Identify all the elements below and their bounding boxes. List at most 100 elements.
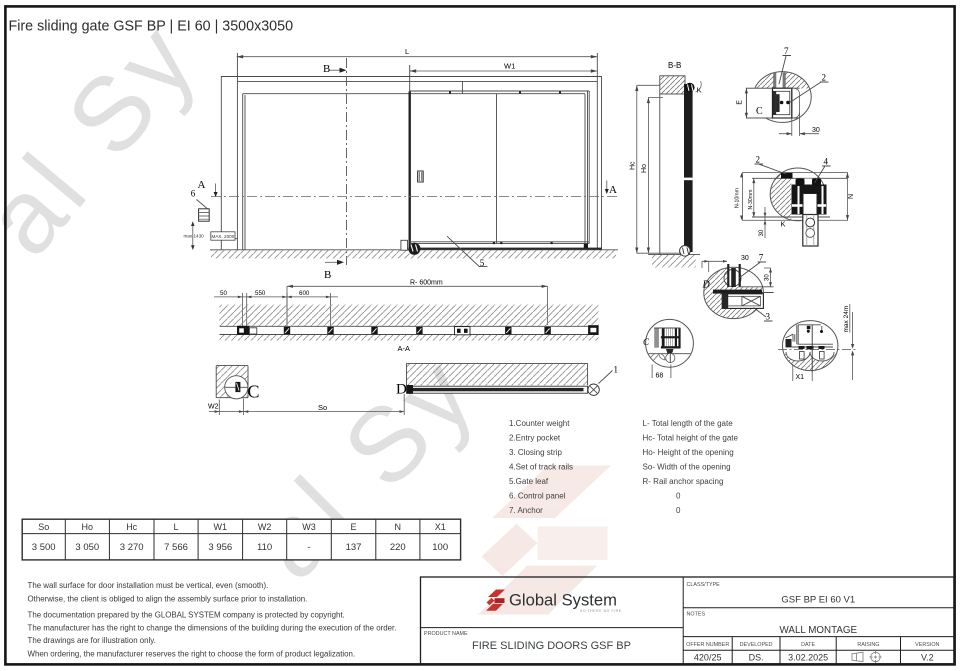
svg-text:5.Gate leaf: 5.Gate leaf: [509, 477, 549, 486]
svg-text:100: 100: [432, 542, 448, 553]
svg-text:2.Entry pocket: 2.Entry pocket: [509, 433, 561, 442]
svg-text:3.02.2025: 3.02.2025: [788, 653, 828, 663]
svg-text:N-30mm: N-30mm: [748, 190, 754, 210]
svg-text:RAISING: RAISING: [857, 642, 879, 648]
svg-text:NOTES: NOTES: [687, 611, 706, 617]
svg-text:3: 3: [766, 312, 771, 322]
svg-text:WALL MONTAGE: WALL MONTAGE: [780, 625, 858, 636]
svg-text:So: So: [38, 522, 49, 532]
svg-text:MAX. 2000: MAX. 2000: [212, 234, 235, 239]
svg-text:The drawings are for illustrat: The drawings are for illustration only.: [28, 636, 156, 645]
svg-text:3. Closing strip: 3. Closing strip: [509, 448, 562, 457]
svg-text:600: 600: [299, 290, 310, 297]
svg-text:VERSION: VERSION: [915, 642, 939, 648]
svg-text:W2: W2: [208, 403, 219, 410]
svg-text:Ho: Ho: [641, 164, 648, 173]
svg-text:6: 6: [191, 189, 196, 199]
svg-text:5: 5: [480, 258, 485, 268]
svg-text:Ho- Height of the opening: Ho- Height of the opening: [643, 448, 734, 457]
svg-text:V.2: V.2: [921, 653, 934, 663]
svg-text:7: 7: [759, 253, 764, 263]
svg-text:N: N: [848, 194, 855, 199]
svg-text:The manufacturer has the right: The manufacturer has the right to change…: [28, 624, 397, 633]
svg-text:K: K: [781, 220, 786, 229]
svg-text:DS.: DS.: [749, 653, 764, 663]
svg-text:Otherwise, the client is oblig: Otherwise, the client is obliged to alig…: [28, 595, 308, 604]
svg-text:7: 7: [784, 46, 789, 56]
svg-text:GSF BP EI 60 V1: GSF BP EI 60 V1: [781, 594, 855, 605]
svg-text:DEVELOPED: DEVELOPED: [740, 642, 773, 648]
svg-text:110: 110: [257, 542, 272, 553]
svg-text:0: 0: [676, 506, 681, 515]
svg-text:R- Rail anchor spacing: R- Rail anchor spacing: [643, 477, 724, 486]
svg-text:Fire sliding gate GSF BP | EI: Fire sliding gate GSF BP | EI 60 | 3500x…: [9, 19, 294, 35]
svg-text:max.1430: max.1430: [184, 234, 205, 239]
svg-text:3 500: 3 500: [32, 542, 56, 553]
svg-text:max 24m: max 24m: [843, 306, 850, 333]
svg-text:1.Counter weight: 1.Counter weight: [509, 419, 570, 428]
svg-text:30: 30: [764, 274, 770, 281]
svg-text:B: B: [324, 269, 331, 281]
svg-text:W3: W3: [302, 522, 316, 532]
svg-text:W1: W1: [214, 522, 228, 532]
svg-text:Hc: Hc: [629, 161, 636, 170]
svg-text:DATE: DATE: [801, 642, 815, 648]
svg-text:E: E: [350, 522, 356, 532]
svg-text:OFFER NUMBER: OFFER NUMBER: [686, 642, 729, 648]
svg-text:N: N: [395, 522, 402, 532]
svg-text:Hc: Hc: [126, 522, 137, 532]
svg-text:A-A: A-A: [398, 344, 411, 353]
svg-text:A: A: [198, 179, 206, 191]
svg-text:3 270: 3 270: [120, 542, 144, 553]
svg-text:B: B: [323, 63, 330, 75]
svg-text:4: 4: [824, 157, 829, 167]
svg-text:50: 50: [220, 290, 227, 297]
svg-text:220: 220: [390, 542, 406, 553]
svg-text:2: 2: [756, 155, 761, 165]
svg-text:CLASS/TYPE: CLASS/TYPE: [687, 582, 721, 588]
svg-text:-: -: [307, 542, 310, 553]
svg-text:L: L: [405, 47, 409, 56]
svg-text:R- 600mm: R- 600mm: [410, 279, 443, 286]
svg-text:68: 68: [656, 372, 664, 379]
svg-text:E: E: [737, 100, 744, 105]
svg-text:4.Set of track rails: 4.Set of track rails: [509, 462, 573, 471]
svg-text:Ho: Ho: [82, 522, 94, 532]
svg-text:B-B: B-B: [668, 61, 681, 70]
svg-text:30: 30: [812, 127, 820, 134]
svg-text:C: C: [643, 337, 650, 347]
svg-text:D: D: [702, 280, 711, 291]
svg-text:The documentation prepared by: The documentation prepared by the GLOBAL…: [28, 611, 345, 620]
svg-text:0: 0: [676, 491, 681, 500]
svg-text:550: 550: [255, 290, 266, 297]
svg-text:SO THERE NO FIRE: SO THERE NO FIRE: [580, 609, 622, 613]
svg-text:Global System: Global System: [509, 591, 617, 610]
svg-text:The wall surface for door inst: The wall surface for door installation m…: [28, 581, 269, 590]
svg-text:7 566: 7 566: [164, 542, 188, 553]
svg-text:420/25: 420/25: [694, 653, 722, 663]
svg-text:30: 30: [741, 255, 749, 262]
svg-text:6. Control panel: 6. Control panel: [509, 491, 566, 500]
svg-text:Hc- Total height of the gate: Hc- Total height of the gate: [643, 433, 739, 442]
svg-text:3 050: 3 050: [75, 542, 99, 553]
svg-text:L: L: [173, 522, 178, 532]
svg-text:W2: W2: [258, 522, 272, 532]
svg-text:FIRE SLIDING DOORS GSF BP: FIRE SLIDING DOORS GSF BP: [472, 640, 631, 652]
svg-text:X1: X1: [796, 374, 805, 381]
svg-text:D: D: [396, 382, 407, 398]
svg-text:So: So: [318, 403, 327, 412]
svg-text:3 956: 3 956: [208, 542, 232, 553]
svg-text:C: C: [248, 382, 260, 402]
svg-text:When ordering, the manufacture: When ordering, the manufacturer reserves…: [28, 650, 356, 659]
svg-text:X1: X1: [435, 522, 446, 532]
svg-text:So- Width of the opening: So- Width of the opening: [643, 462, 731, 471]
svg-text:7. Anchor: 7. Anchor: [509, 506, 543, 515]
svg-text:W1: W1: [504, 62, 515, 71]
svg-text:2: 2: [822, 73, 827, 83]
svg-text:1: 1: [614, 365, 619, 375]
svg-text:A: A: [609, 184, 617, 196]
svg-text:30: 30: [759, 229, 765, 236]
svg-text:C: C: [756, 106, 763, 117]
svg-text:PRODUCT NAME: PRODUCT NAME: [424, 631, 468, 637]
svg-text:137: 137: [346, 542, 362, 553]
